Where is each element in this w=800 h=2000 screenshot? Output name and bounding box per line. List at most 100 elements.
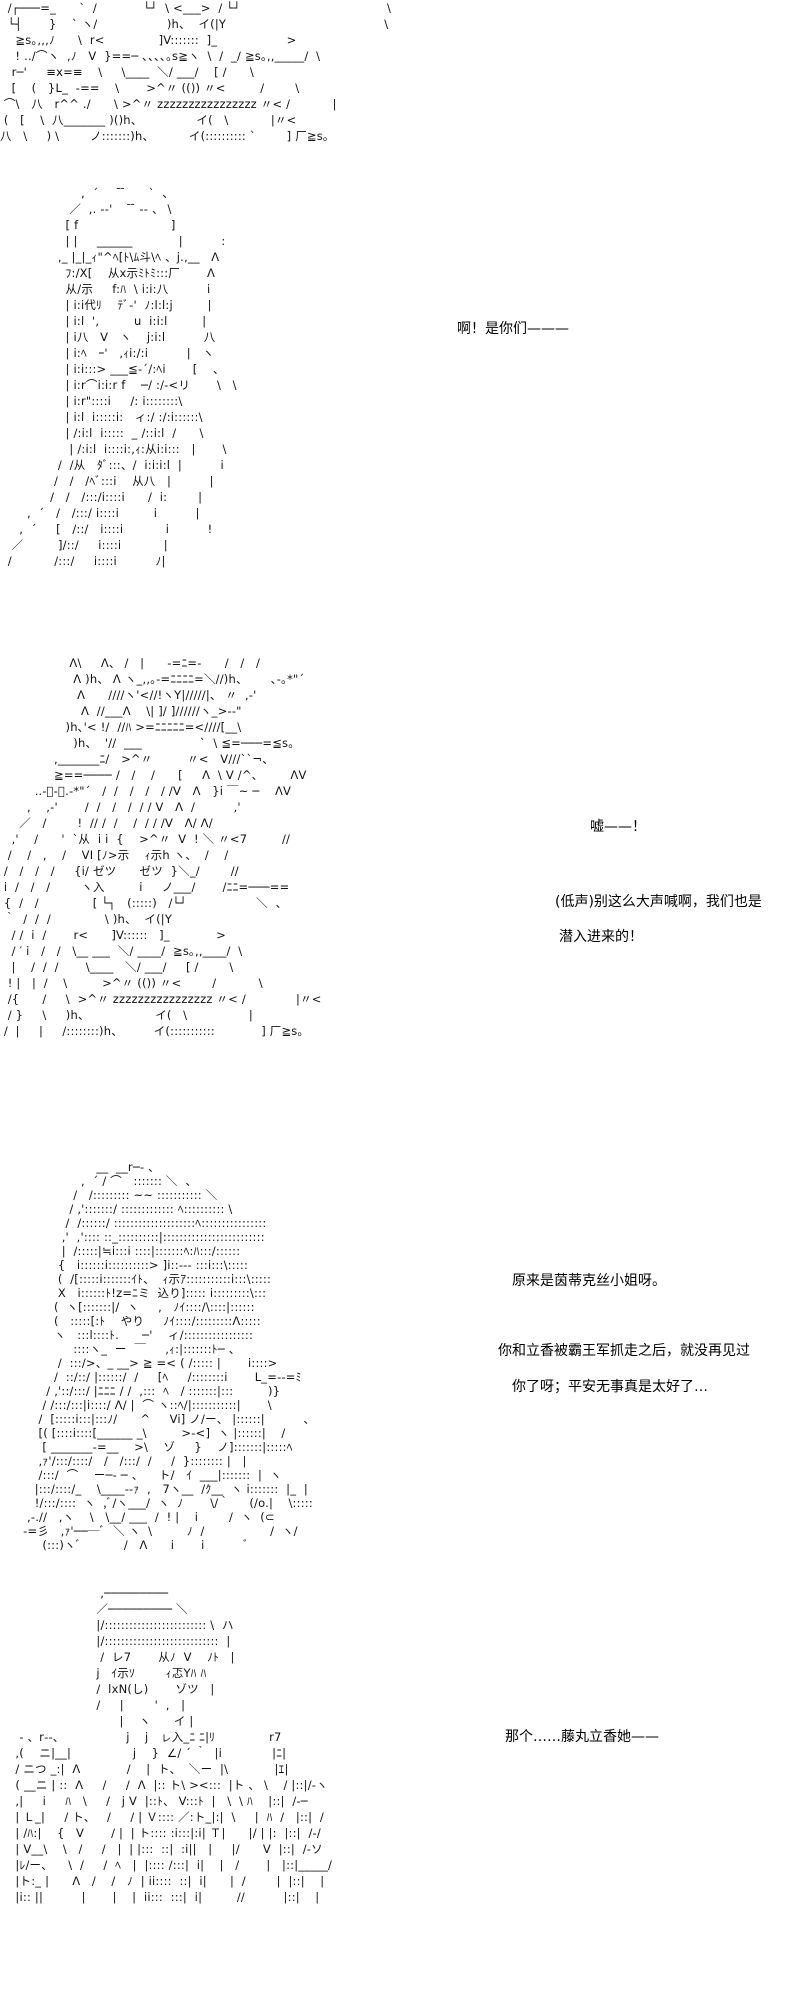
ascii-art-line: Λ //___Λ \| ]/ ]//////ヽ_>-‐" bbox=[0, 704, 242, 718]
ascii-art-line: )h、 '// ___ ` \ ≦=───=≦s｡ bbox=[0, 736, 295, 750]
ascii-art-line: / /::::::/ ::::::::::::::::::::ﾍ::::::::… bbox=[0, 1216, 267, 1230]
ascii-art-line: [( [::::i::::[______ _\ >-<] ヽ |::::::| … bbox=[0, 1426, 286, 1440]
ascii-art-line: ≧==──── / / / [ Λ \ V /^、 ΛV bbox=[0, 768, 307, 782]
dialogue-text: 原来是茵蒂克丝小姐呀。 bbox=[512, 1273, 666, 1289]
ascii-art-line: !/:::/:::: ヽ ,ﾞ/ヽ___/ ヽ ﾉ \/｀ (/o.| \:::… bbox=[0, 1496, 313, 1510]
ascii-art-line: ‐ 、r‐‐、 j j ㇾ入_ﾆ ﾆ|ﾘ r7 bbox=[0, 1730, 282, 1744]
ascii-art-line: |ト:_ | Λ / / ﾉ | ii:::: ::| i| | / | |::… bbox=[0, 1874, 325, 1888]
ascii-art-line: | /ﾊ:| { V / | | ト:::: :i:::|:i| Ｔ| |/ |… bbox=[0, 1826, 321, 1840]
dialogue-text: 你和立香被霸王军抓走之后，就没再见过 bbox=[498, 1343, 750, 1359]
ascii-art-line: ( [ \ 八_______ )()h、 イ( \ |〃< bbox=[0, 113, 297, 127]
ascii-art-line: / / , / VI [ﾉ>示 ｨ示h ヽ、 / / bbox=[0, 848, 229, 862]
ascii-art-line: (:::)ヽﾞ / Λ i i ﾞ bbox=[0, 1538, 249, 1552]
ascii-art-line: ::::ヽ_ ー ￣ ,ｨ:|:::::::ﾄ─ 、 bbox=[0, 1342, 241, 1356]
ascii-art-line: { / / [ └┐ (:::::) /└┘ ＼ 、 bbox=[0, 896, 288, 910]
ascii-art-line: / ,':::::::/ ::::::::::::: ﾍ:::::::::: \ bbox=[0, 1202, 233, 1216]
ascii-art-line: , ´ / /:::/ i::::i i | bbox=[0, 506, 200, 520]
ascii-art-line: | i:i代ﾘ ﾃﾞ‐' ﾉ:l:l:j | bbox=[0, 298, 212, 312]
ascii-art-line: / /::::::::: ~~ ::::::::::: ＼ bbox=[0, 1188, 218, 1202]
ascii-art-line: ! | | / \ >^〃 (()) 〃< / \ bbox=[0, 976, 263, 990]
ascii-art-line: / [:::::i:::|:::ﾉ/ ^ Vi] ノ/ー、 |::::::| 、 bbox=[0, 1412, 316, 1426]
ascii-art-line: ,| i ﾊ \ / j V |::ﾄ、 V:::ﾄ | \ \ ﾊ |::| … bbox=[0, 1794, 308, 1808]
ascii-art-line: ,_______ﾆ/ >^〃 〃< V///``¬、 bbox=[0, 752, 274, 766]
ascii-art-line: / / /ﾍﾞ:::i 从八 | | bbox=[0, 474, 214, 488]
ascii-art-line: ( ヽ[:::::::|/ ヽ , ﾉｲ::::/\::::|:::::: bbox=[0, 1300, 255, 1314]
ascii-art-line: ,' / ' `从 i i { >^〃 V ! ＼ 〃<7 // bbox=[0, 832, 291, 846]
ascii-art-line: / lxN(し) ゾツ | bbox=[0, 1682, 215, 1696]
dialogue-text: 潜入进来的！ bbox=[559, 929, 643, 945]
ascii-art-line: ..-ﾞ-､.-*"´ / / / / / /V Λ }i ￣~ ─ ΛV bbox=[0, 784, 292, 798]
ascii-art-line: | ヽ イ | bbox=[0, 1714, 194, 1728]
ascii-art-line: / :::/>、_ __> ≧ =< ( /::::: | i::::> bbox=[0, 1356, 278, 1370]
ascii-art-line: / | ' , | bbox=[0, 1698, 186, 1712]
ascii-art-line: ,-.// ,ヽ \ \__/ ___ / ! | i / ヽ (⊂ bbox=[0, 1510, 275, 1524]
ascii-art-line: / /:::/:::|i::::/ Λ/ | ⌒ ヽ::ﾍ/|:::::::::… bbox=[0, 1398, 272, 1412]
ascii-art-line: / レ7 从ﾉ V ﾉﾄ | bbox=[0, 1650, 235, 1664]
ascii-art-line: / / /:::/i::::i / i: | bbox=[0, 490, 203, 504]
ascii-art-line: | /:i:l i::::i:,ｨ:从i:i::: | \ bbox=[0, 442, 227, 456]
ascii-art-line: ,( ニ|__| j } ∠/ ´ ｀ |i |ﾆ| bbox=[0, 1746, 287, 1760]
ascii-art-line: / / / / {i/ ゼツ ゼツ }＼_/ // bbox=[0, 864, 239, 878]
ascii-art-line: / ::/::/ |::::::/ / [ﾍ /::::::::i L_=--=… bbox=[0, 1370, 302, 1384]
ascii-art-line: , ´ / ⌒ ::::::: ＼ 、 bbox=[0, 1174, 198, 1188]
ascii-art-line: 八 \ ) \ ノ:::::::)h、 イ(:::::::::: ` ] 厂≧s… bbox=[0, 129, 329, 143]
ascii-art-line: [ ( }L_ -== \ >^〃 (()) 〃< / \ bbox=[0, 81, 300, 95]
ascii-art-line: ,' ,':::: ::_::::::::::|::::::::::::::::… bbox=[0, 1230, 265, 1244]
ascii-art-line: / ニつ _:| Λ / | ト、 ＼ー |\ |ｴ| bbox=[0, 1762, 289, 1776]
ascii-art-line: Λ\ Λ、 / | -=ﾆ=- / / / bbox=[0, 656, 261, 670]
ascii-art-line: [ f ] bbox=[0, 218, 176, 232]
ascii-art-line: |/:::::::::::::::::::::::::::: | bbox=[0, 1634, 231, 1648]
ascii-art-line: 从/示 f:ﾊ \ i:i:八 i bbox=[0, 282, 211, 296]
panel-3: Λ\ Λ、 / | -=ﾆ=- / / / Λ )h、 Λ ヽ_,,｡-=ﾆﾆﾆ… bbox=[0, 655, 800, 1135]
ascii-art-panel-2: , ´ ̄ ̄ ` 、 ／ ,. -‐' ̄ ̄ ‐- 、 \ [ f ] | … bbox=[0, 185, 237, 569]
ascii-art-line: ! ../⌒ヽ ,ﾉ V }==─ ､､､､｡s≧ヽ \ / _/ ≧s｡,,_… bbox=[0, 49, 321, 63]
ascii-art-line: | i:r⌒i:i:r f ─/ :/‐<リ \ \ bbox=[0, 378, 237, 392]
ascii-art-line: ( :::::[:ﾄ やり ﾉｲ::::/:::::::::Λ::::: bbox=[0, 1314, 261, 1328]
ascii-art-line: { i::::::i::::::::::> ]i::--- :::i:::\::… bbox=[0, 1258, 249, 1272]
ascii-art-line: )h､'< !/ //ﾊ >=ﾆﾆﾆﾆﾆ=<////[__\ bbox=[0, 720, 242, 734]
ascii-art-line: ( /[:::::i:::::::ｲﾄ、 ｨ示ｱ:::::::::::i:::\… bbox=[0, 1272, 272, 1286]
ascii-art-line: [ _______-=__ >\ ゾ } ノ]:::::::|:::::ﾍ bbox=[0, 1440, 293, 1454]
ascii-art-line: / / i / r< ]V:::::: ]_ > bbox=[0, 928, 226, 942]
ascii-art-line: ヽ :::l::::ﾄ. ─' ィ/::::::::::::::::: bbox=[0, 1328, 254, 1342]
ascii-art-line: i / / / ヽ入 i ノ___/ /ﾆﾆ=───== bbox=[0, 880, 290, 894]
ascii-art-line: | | ______ | : bbox=[0, 234, 226, 248]
ascii-art-line: |:::/::::/_ \____--ｧ , 7ヽ__ /ｸ__ ヽ i::::… bbox=[0, 1482, 308, 1496]
ascii-art-line: |/::::::::::::::::::::::::: \ ハ bbox=[0, 1618, 234, 1632]
ascii-art-line: | i:l i:::::i: ィ:/ :/:i::::::\ bbox=[0, 410, 203, 424]
ascii-art-line: ﾌ:/X[ 从x示ﾐﾄﾐ:::厂 Λ bbox=[0, 266, 216, 280]
ascii-art-line: | / / / \____ ＼/ ___/ [ / \ bbox=[0, 960, 234, 974]
ascii-art-line: ,_ |_|_ｨ"^ﾍ[ﾄ\ﾑ斗\ﾍ 、j.,__ Λ bbox=[0, 250, 220, 264]
ascii-art-line: / /:::/ i::::i ﾉ| bbox=[0, 554, 166, 568]
ascii-art-line: ／ ]/::/ i::::i | bbox=[0, 538, 168, 552]
ascii-art-line: ≧s｡,,,ﾉ \ r< ]V::::::: ]_ > bbox=[0, 33, 370, 47]
ascii-art-line: | i:i:::> ___≦‐´/:ﾍi [ 、 bbox=[0, 362, 225, 376]
ascii-art-line: / ,'::/:::/ |ﾆﾆﾆ / / ,::: ﾍ / :::::::|::… bbox=[0, 1384, 281, 1398]
ascii-art-line: | i:ﾍ ｰ' ,ｨi:/:i | ヽ bbox=[0, 346, 215, 360]
ascii-art-line: | i:l ', u i:i:l | bbox=[0, 314, 207, 328]
ascii-art-line: / /从 ﾀﾞ:::、/ i:i:i:l | i bbox=[0, 458, 224, 472]
ascii-art-line: -=彡 ,ｧ'───ﾞ ＼ ヽ \ ﾉ / / ヽ/ bbox=[0, 1524, 298, 1538]
panel-5: ,───────── ／───────── ＼ |/::::::::::::::… bbox=[0, 1580, 800, 2000]
ascii-art-line: ／ / ! // / / / / / /V Λ/ Λ/ bbox=[0, 816, 213, 830]
panel-1: /┌───=_ ` / └┘ \ <___> / └┘ \ └┤ } ` ヽ/ … bbox=[0, 0, 800, 165]
ascii-art-line: / | | /::::::::)h、 イ(::::::::::: ] 厂≧s｡ bbox=[0, 1024, 304, 1038]
dialogue-text: 你了呀；平安无事真是太好了… bbox=[512, 1379, 708, 1395]
ascii-art-line: └┤ } ` ヽ/ )h、 イ(|Y \ bbox=[0, 17, 389, 31]
ascii-art-line: ,───────── bbox=[0, 1586, 169, 1600]
ascii-art-line: | /:::::|≒i:::i ::::|:::::::ﾍ:ﾊ:::/:::::… bbox=[0, 1244, 241, 1258]
ascii-art-panel-3: Λ\ Λ、 / | -=ﾆ=- / / / Λ )h、 Λ ヽ_,,｡-=ﾆﾆﾆ… bbox=[0, 655, 322, 1039]
ascii-art-panel-5: ,───────── ／───────── ＼ |/::::::::::::::… bbox=[0, 1585, 332, 1905]
ascii-art-line: |i:: || | | | ii::: :::| i| // |::| | bbox=[0, 1890, 320, 1904]
ascii-art-line: ｀ / / / \ )h、 イ(|Y bbox=[0, 912, 173, 926]
dialogue-text: (低声)别这么大声喊啊，我们也是 bbox=[555, 894, 762, 910]
ascii-art-line: | /:i:l i::::: _ /::i:l / \ bbox=[0, 426, 204, 440]
ascii-art-line: r─' ≡x=≡ \ \____ ＼/ ___/ [ / \ bbox=[0, 65, 254, 79]
ascii-art-line: |ﾚ/ー、 \ / / ﾍ | |:::: /:::| i| | / | |::… bbox=[0, 1858, 333, 1872]
ascii-art-line: , ´ ̄ ̄ ` 、 bbox=[0, 186, 174, 200]
ascii-art-line: | i:r"::::i /: i::::::::\ bbox=[0, 394, 183, 408]
dialogue-text: 那个……藤丸立香她—— bbox=[505, 1729, 659, 1745]
panel-4: __ __r─‐ 、 , ´ / ⌒ ::::::: ＼ 、 / /::::::… bbox=[0, 1160, 800, 1560]
dialogue-text: 啊！是你们——— bbox=[457, 321, 569, 337]
panel-2: , ´ ̄ ̄ ` 、 ／ ,. -‐' ̄ ̄ ‐- 、 \ [ f ] | … bbox=[0, 175, 800, 645]
